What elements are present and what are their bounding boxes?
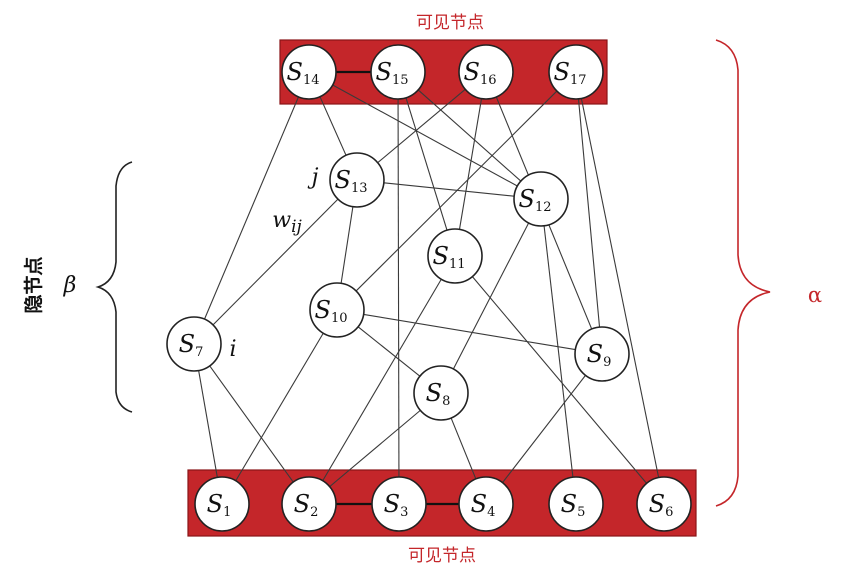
edge-s10-s8 (357, 326, 421, 377)
edge-s16-s11 (458, 98, 483, 230)
node-label-s11: S11 (433, 242, 466, 272)
edge-s14-s13 (319, 96, 347, 156)
node-s10: S10 (309, 282, 365, 338)
node-circle-s13 (329, 152, 385, 208)
node-circle-s2 (281, 476, 337, 532)
node-circle-s1 (194, 476, 250, 532)
node-circle-s3 (371, 476, 427, 532)
node-label-s1: S1 (207, 490, 232, 520)
node-s11: S11 (427, 228, 483, 284)
node-index-i-label: i (229, 337, 236, 362)
edge-s7-s2 (209, 365, 294, 483)
node-s14: S14 (281, 44, 337, 100)
edge-group (198, 70, 660, 506)
node-circle-s11 (427, 228, 483, 284)
edge-s14-s12 (332, 84, 518, 187)
edge-s17-s10 (355, 90, 558, 292)
edge-s17-s9 (577, 98, 601, 328)
node-circle-s9 (574, 326, 630, 382)
edge-s17-s6 (580, 98, 660, 478)
node-label-s17: S17 (554, 58, 587, 88)
edge-s15-s11 (405, 97, 448, 231)
node-s15: S15 (370, 44, 426, 100)
edge-s11-s6 (471, 276, 648, 484)
node-circle-s8 (413, 365, 469, 421)
node-index-j-label: j (307, 165, 319, 190)
node-label-s2: S2 (294, 490, 319, 520)
visible-nodes-label-top: 可见节点 (416, 13, 484, 33)
node-s8: S8 (413, 365, 469, 421)
edge-s14-s7 (204, 96, 299, 320)
node-circle-s12 (513, 171, 569, 227)
node-label-s15: S15 (376, 58, 409, 88)
node-s5: S5 (548, 476, 604, 532)
node-circle-s7 (166, 316, 222, 372)
edge-s10-s9 (363, 313, 576, 351)
node-s13: S13 (329, 152, 385, 208)
node-label-s4: S4 (471, 490, 496, 520)
node-label-s12: S12 (519, 185, 552, 215)
node-label-s8: S8 (426, 379, 451, 409)
node-label-s6: S6 (649, 490, 674, 520)
edge-s9-s4 (502, 375, 586, 483)
node-circle-s4 (458, 476, 514, 532)
beta-label: β (63, 273, 77, 298)
node-circle-s17 (548, 44, 604, 100)
full-network-brace (715, 39, 771, 507)
node-s4: S4 (458, 476, 514, 532)
node-s7: S7 (166, 316, 222, 372)
alpha-label: α (808, 283, 822, 307)
node-label-s10: S10 (315, 296, 348, 326)
node-s1: S1 (194, 476, 250, 532)
edge-s13-s12 (383, 182, 515, 197)
node-s17: S17 (548, 44, 604, 100)
node-circle-s14 (281, 44, 337, 100)
edge-s13-s7 (212, 198, 339, 326)
edge-s10-s1 (235, 332, 324, 482)
node-s12: S12 (513, 171, 569, 227)
node-label-s3: S3 (384, 490, 409, 520)
node-circle-s5 (548, 476, 604, 532)
hidden-layer-brace (95, 161, 133, 413)
node-s3: S3 (371, 476, 427, 532)
node-circle-s6 (636, 476, 692, 532)
edge-s8-s2 (329, 409, 421, 488)
node-circle-s16 (458, 44, 514, 100)
edge-s13-s10 (340, 206, 354, 284)
node-circle-s10 (309, 282, 365, 338)
edge-s11-s2 (322, 278, 442, 482)
node-label-s16: S16 (464, 58, 497, 88)
node-s9: S9 (574, 326, 630, 382)
edge-s12-s8 (452, 222, 530, 370)
node-s16: S16 (458, 44, 514, 100)
node-label-s14: S14 (287, 58, 320, 88)
node-label-s5: S5 (561, 490, 586, 520)
edge-s15-s3 (397, 98, 400, 478)
node-label-s7: S7 (179, 330, 204, 360)
edge-s8-s4 (450, 417, 477, 480)
node-label-s13: S13 (335, 166, 368, 196)
node-s2: S2 (281, 476, 337, 532)
edge-s16-s13 (377, 88, 466, 164)
weight-wij-label: wij (272, 208, 302, 237)
edge-s7-s1 (198, 370, 218, 478)
edge-s12-s5 (543, 225, 574, 478)
node-circle-s15 (370, 44, 426, 100)
visible-nodes-label-bottom: 可见节点 (408, 546, 476, 566)
hidden-nodes-label: 隐节点 (23, 256, 45, 313)
node-label-s9: S9 (587, 340, 612, 370)
node-s6: S6 (636, 476, 692, 532)
edge-s15-s12 (417, 89, 522, 182)
